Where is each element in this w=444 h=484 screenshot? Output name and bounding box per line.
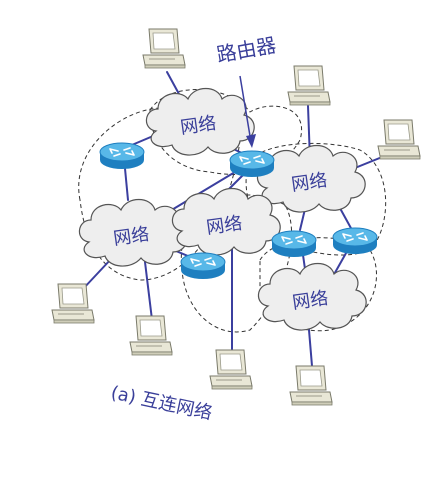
cloud-network-3: 网络	[78, 198, 188, 267]
router-icon	[332, 227, 378, 255]
router-3	[180, 252, 226, 280]
router-2	[229, 150, 275, 178]
computer-5	[129, 315, 173, 356]
router-icon	[180, 252, 226, 280]
computer-icon	[377, 119, 421, 160]
cloud-network-1: 网络	[145, 87, 255, 156]
router-icon	[271, 230, 317, 258]
computer-4	[51, 283, 95, 324]
network-label: 网络	[179, 113, 218, 139]
computer-icon	[51, 283, 95, 324]
cloud-network-2: 网络	[256, 144, 366, 213]
computer-icon	[289, 365, 333, 406]
boundary-top	[149, 89, 303, 175]
computer-1	[142, 28, 186, 69]
router-5	[332, 227, 378, 255]
router-icon	[99, 142, 145, 170]
network-label: 网络	[112, 224, 151, 250]
network-label: 网络	[205, 213, 244, 239]
computer-icon	[209, 349, 253, 390]
computer-2	[287, 65, 331, 106]
boundary-bottom-right	[259, 237, 377, 332]
router-icon	[229, 150, 275, 178]
network-label: 网络	[290, 170, 329, 196]
network-label: 网络	[291, 288, 330, 314]
router-label: 路由器	[215, 33, 278, 67]
diagram-caption: (a) 互连网络	[109, 382, 214, 424]
computer-icon	[129, 315, 173, 356]
computer-3	[377, 119, 421, 160]
computer-icon	[287, 65, 331, 106]
cloud-network-4: 网络	[171, 187, 281, 256]
cloud-network-5: 网络	[257, 262, 367, 331]
router-label-arrow	[239, 75, 256, 148]
computer-icon	[142, 28, 186, 69]
router-1	[99, 142, 145, 170]
router-4	[271, 230, 317, 258]
computer-6	[209, 349, 253, 390]
computer-7	[289, 365, 333, 406]
